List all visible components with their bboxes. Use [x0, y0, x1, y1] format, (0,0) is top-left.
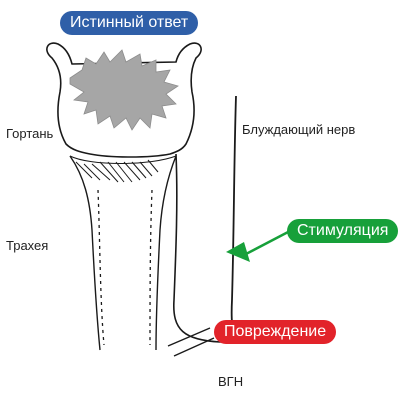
stimulation-badge: Стимуляция	[287, 219, 398, 243]
injury-badge: Повреждение	[214, 320, 336, 344]
true-answer-badge: Истинный ответ	[60, 11, 198, 35]
arrow-left-icon	[226, 231, 290, 262]
larynx-label: Гортань	[6, 126, 53, 141]
vagus-nerve	[232, 96, 236, 342]
trachea-outline	[70, 156, 176, 350]
trachea-label: Трахея	[6, 238, 48, 253]
trachea-rings	[98, 190, 152, 345]
vagus-nerve-label: Блуждающий нерв	[242, 122, 355, 137]
cricoid-hatching	[70, 156, 176, 182]
injury-marks	[168, 328, 214, 356]
rln-label: ВГН	[218, 374, 243, 389]
rln-nerve	[174, 154, 232, 342]
